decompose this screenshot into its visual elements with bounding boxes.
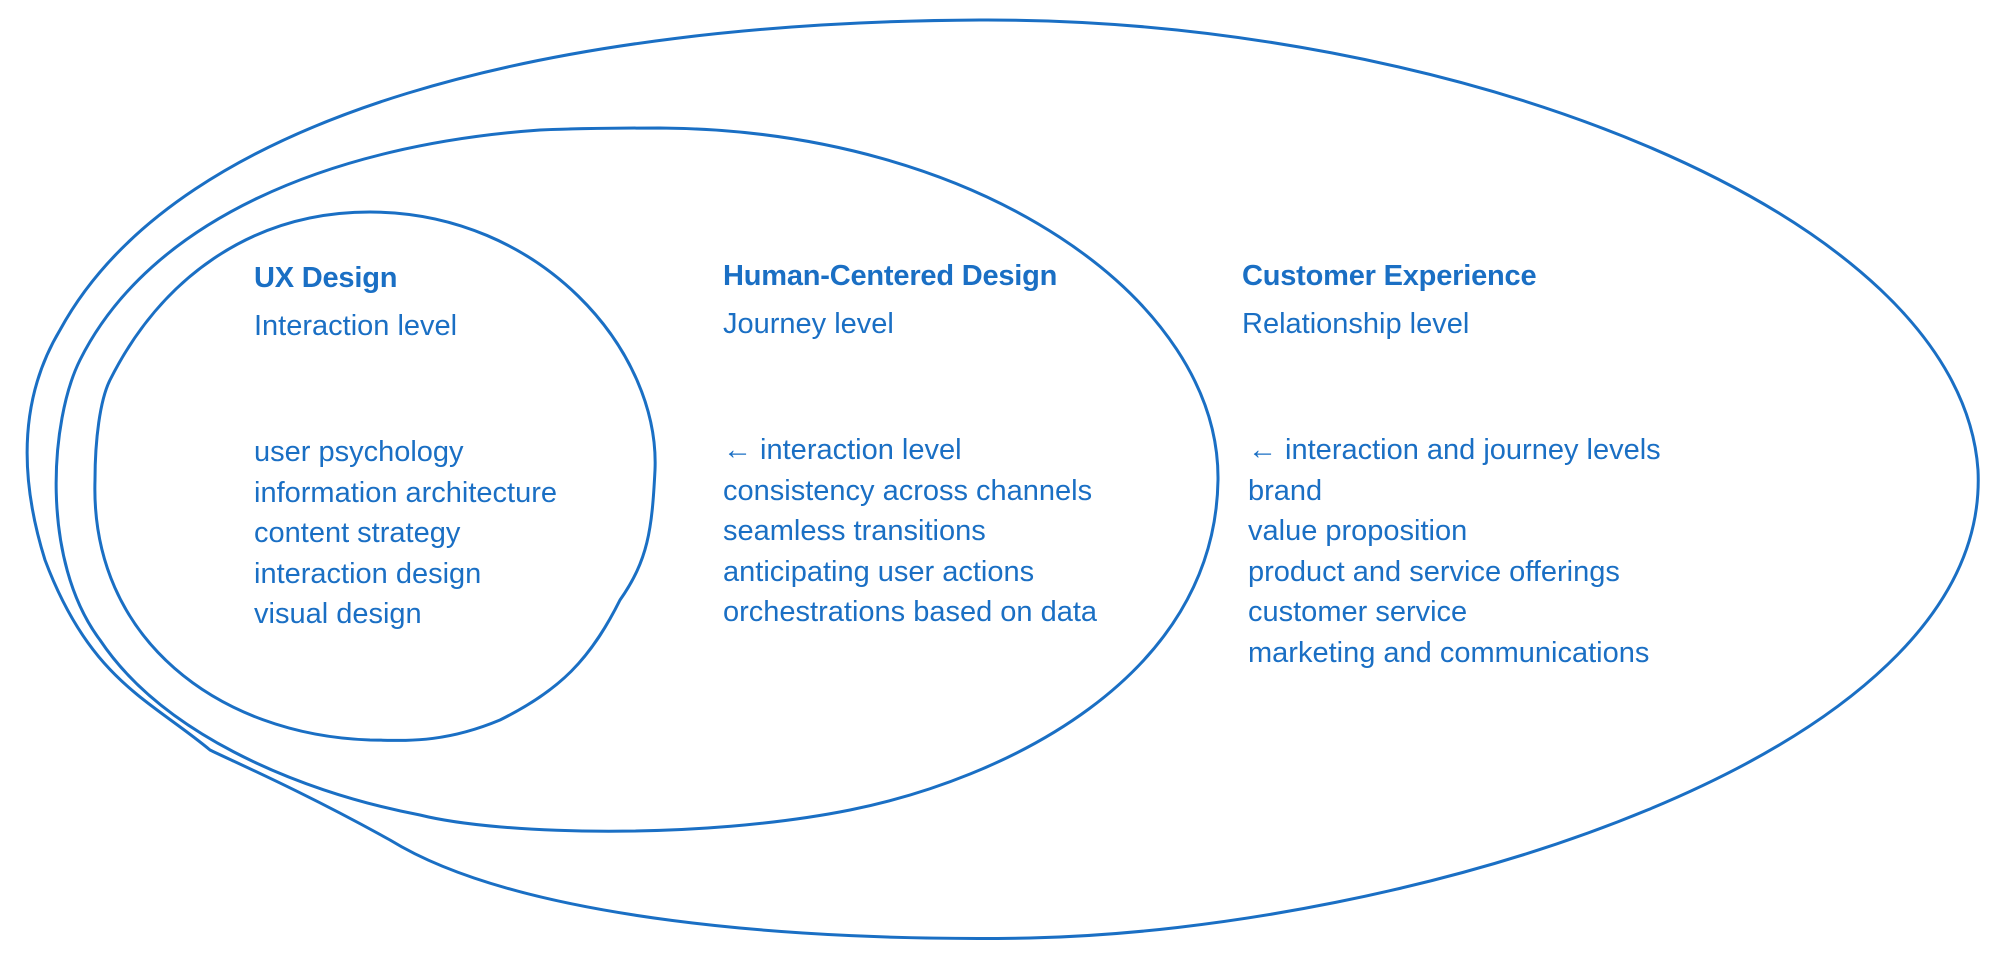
list-item: product and service offerings — [1248, 555, 1620, 588]
list-item: anticipating user actions — [723, 555, 1035, 588]
ux-design-ring — [93, 210, 657, 742]
section-level: Interaction level — [254, 310, 458, 342]
customer-experience-ring — [25, 18, 1980, 940]
list-item: value proposition — [1248, 515, 1468, 547]
list-item: user psychology — [254, 436, 464, 468]
customer-experience-section: Customer Experience Relationship level ←… — [1242, 258, 1661, 669]
list-item: visual design — [254, 598, 422, 630]
section-title: Human-Centered Design — [723, 260, 1058, 292]
list-item: ← interaction and journey levels — [1248, 434, 1661, 466]
list-item: information architecture — [254, 476, 558, 509]
list-item: content strategy — [254, 517, 461, 549]
section-item-list: ← interaction and journey levels brand v… — [1248, 430, 1661, 673]
section-title: UX Design — [254, 262, 398, 294]
human-centered-design-ring — [54, 126, 1220, 833]
human-centered-design-section: Human-Centered Design Journey level ← in… — [723, 258, 1097, 628]
list-item: interaction design — [254, 557, 482, 590]
list-item: ← interaction level — [723, 434, 962, 466]
section-level: Relationship level — [1242, 308, 1470, 340]
section-title: Customer Experience — [1242, 260, 1537, 292]
section-item-list: ← interaction level consistency across c… — [723, 430, 1097, 633]
list-item: customer service — [1248, 596, 1468, 628]
ux-design-section: UX Design Interaction level user psychol… — [254, 260, 557, 630]
list-item: orchestrations based on data — [723, 596, 1098, 628]
list-item: brand — [1248, 474, 1323, 507]
list-item: consistency across channels — [723, 474, 1093, 507]
section-level: Journey level — [723, 308, 894, 340]
list-item: marketing and communications — [1248, 636, 1650, 669]
section-item-list: user psychology information architecture… — [254, 432, 557, 635]
list-item: seamless transitions — [723, 515, 986, 547]
